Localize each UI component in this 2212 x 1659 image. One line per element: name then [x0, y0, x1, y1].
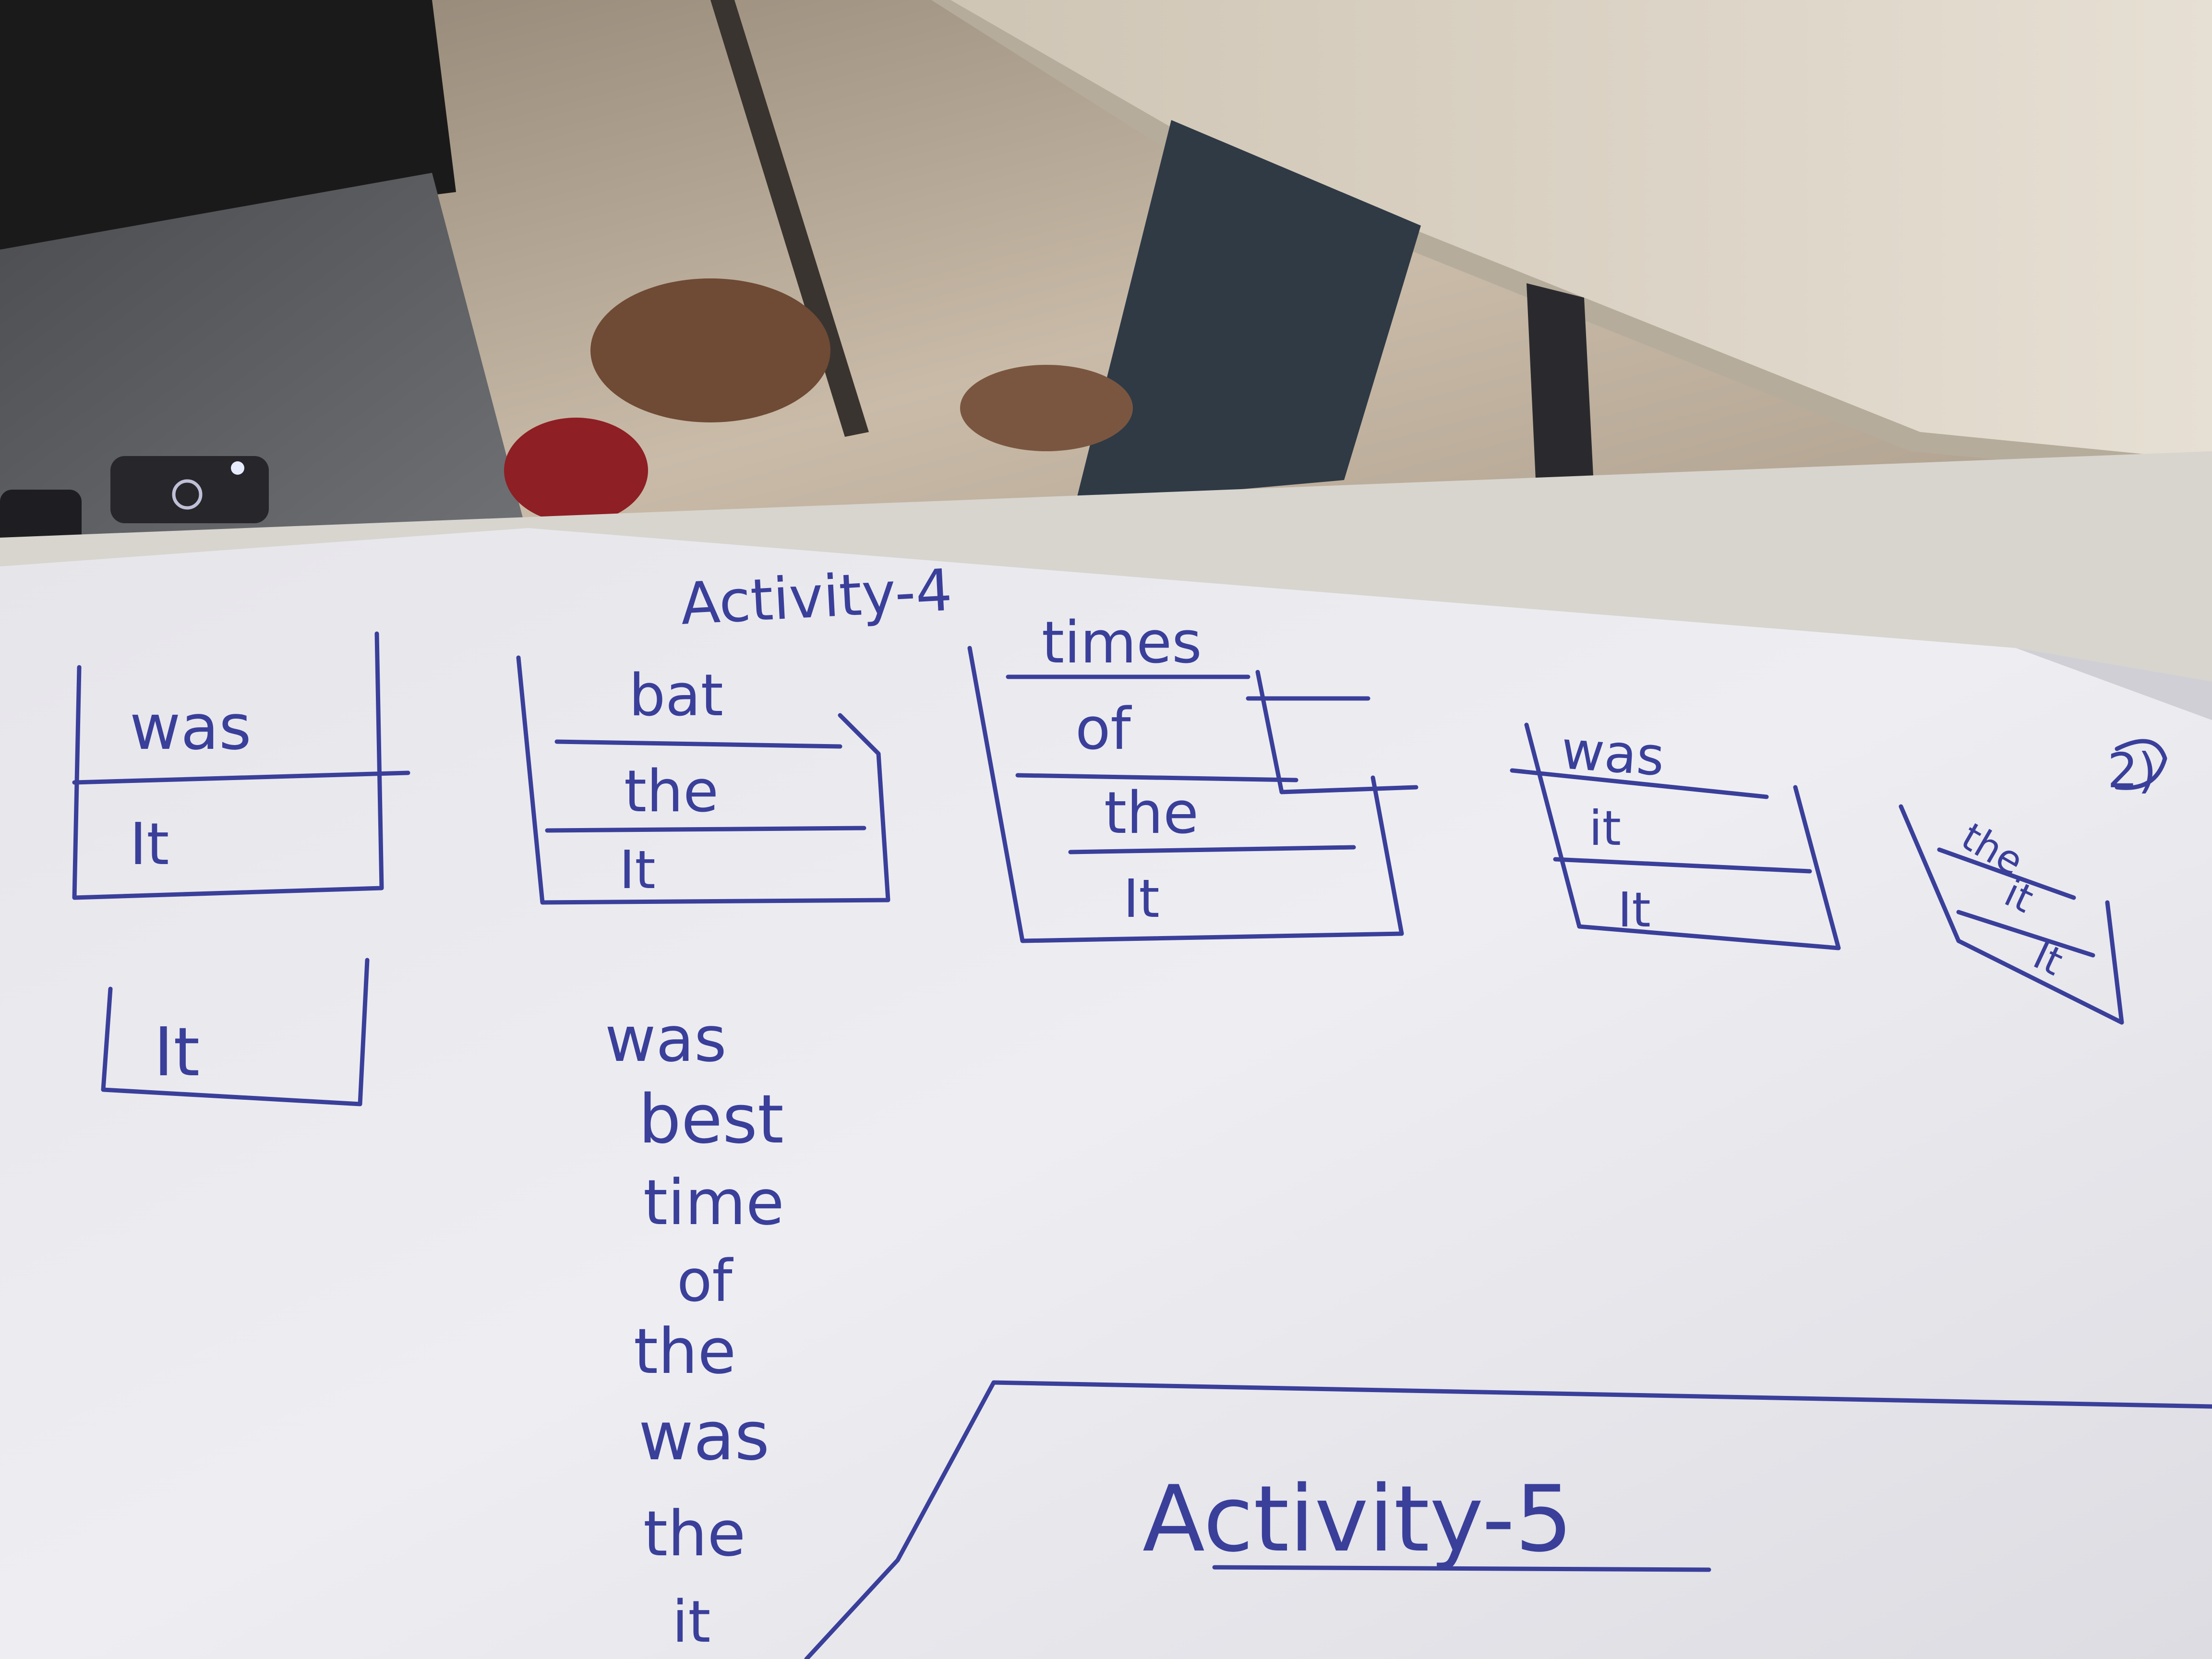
stack-2-divider-top [554, 739, 842, 749]
stack-2-bottom: It [619, 839, 656, 901]
paper-sheet [0, 528, 2212, 1659]
stack-2-divider-bottom [545, 826, 866, 833]
stack-4-divider-1 [1510, 768, 1769, 799]
stack-4-bottom: It [1618, 882, 1651, 938]
word-column-4: the [634, 1315, 736, 1388]
word-column-0: was [605, 1003, 727, 1076]
stack-4-middle: it [1589, 800, 1621, 856]
single-box-word: It [154, 1013, 200, 1092]
heading-activity-5: Activity-5 [1142, 1466, 1573, 1572]
circled-number: 2) [2107, 743, 2157, 799]
table-top [950, 0, 2212, 461]
stack-1-divider [72, 770, 410, 785]
red-object [504, 418, 648, 523]
stack-3-divider-2 [1015, 773, 1298, 782]
stack-4-divider-2 [1553, 857, 1812, 874]
power-icon [172, 479, 203, 510]
stack-3-upper: of [1075, 696, 1132, 763]
stack-5-divider-1 [1937, 847, 2076, 900]
word-column-5: was [638, 1397, 769, 1476]
word-column-7: it [672, 1589, 710, 1656]
stack-3-bottom: It [1123, 868, 1160, 929]
circled-number-mark [2115, 739, 2167, 790]
stack-3-frame [967, 646, 1404, 943]
stack-3-middle: the [1104, 780, 1199, 847]
stack-4-top: was [1559, 719, 1666, 788]
dark-corner [0, 0, 456, 250]
stack-3-divider-3 [1068, 845, 1356, 854]
sandal [590, 278, 830, 422]
power-button [110, 456, 269, 523]
stack-1-bottom: It [130, 811, 169, 878]
chair-leg [710, 0, 869, 437]
word-column-1: best [638, 1081, 784, 1159]
heading-activity-4: Activity-4 [679, 557, 954, 638]
power-led [231, 461, 244, 475]
sandal-2 [960, 365, 1133, 451]
stack-1-top: was [130, 691, 252, 764]
word-column-3: of [677, 1248, 733, 1315]
word-column-2: time [643, 1166, 784, 1239]
stack-2-frame [516, 655, 890, 905]
stack-3-arrow [1255, 670, 1419, 794]
person-leg [1075, 120, 1421, 504]
activity-5-divider [804, 1380, 2212, 1659]
word-column-6: the [643, 1497, 745, 1570]
activity-5-underline [1212, 1565, 1711, 1572]
chair-base [1527, 283, 1594, 490]
stack-3-top: times [1042, 610, 1202, 676]
stack-4-frame [1524, 722, 1841, 950]
paper-edge-right [2016, 648, 2212, 720]
stack-2-top: bat [629, 662, 723, 729]
single-box-frame [101, 958, 370, 1106]
stack-5-divider-2 [1956, 910, 2095, 958]
stack-2-middle: the [624, 758, 719, 825]
stack-5-frame [1899, 804, 2124, 1025]
